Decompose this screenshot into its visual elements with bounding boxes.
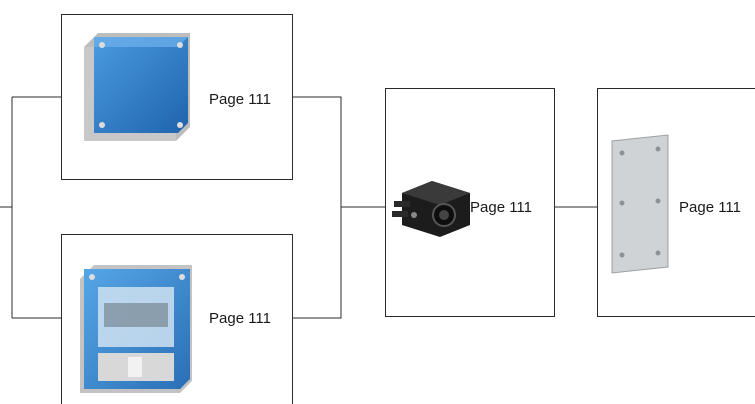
enclosure-blue-page-label[interactable]: Page 111 <box>209 91 271 108</box>
mounting-plate-box[interactable]: Page 111 <box>597 88 755 317</box>
cable-gland-connector-icon <box>392 181 470 237</box>
enclosure-window-box[interactable]: Page 111 <box>61 234 293 404</box>
windowed-enclosure-icon <box>80 265 192 393</box>
diagram-canvas: Page 111 Page 111 <box>0 14 755 404</box>
connector-box[interactable]: Page 111 <box>385 88 555 317</box>
enclosure-blue-box[interactable]: Page 111 <box>61 14 293 180</box>
blue-enclosure-icon <box>84 33 190 141</box>
mounting-plate-page-label[interactable]: Page 111 <box>679 199 741 216</box>
enclosure-window-page-label[interactable]: Page 111 <box>209 310 271 327</box>
middle-bracket-line <box>293 96 385 319</box>
left-bracket-line <box>0 96 61 319</box>
mounting-plate-icon <box>611 134 669 274</box>
connector-page-label[interactable]: Page 111 <box>470 199 532 216</box>
connector-lines <box>0 96 597 319</box>
